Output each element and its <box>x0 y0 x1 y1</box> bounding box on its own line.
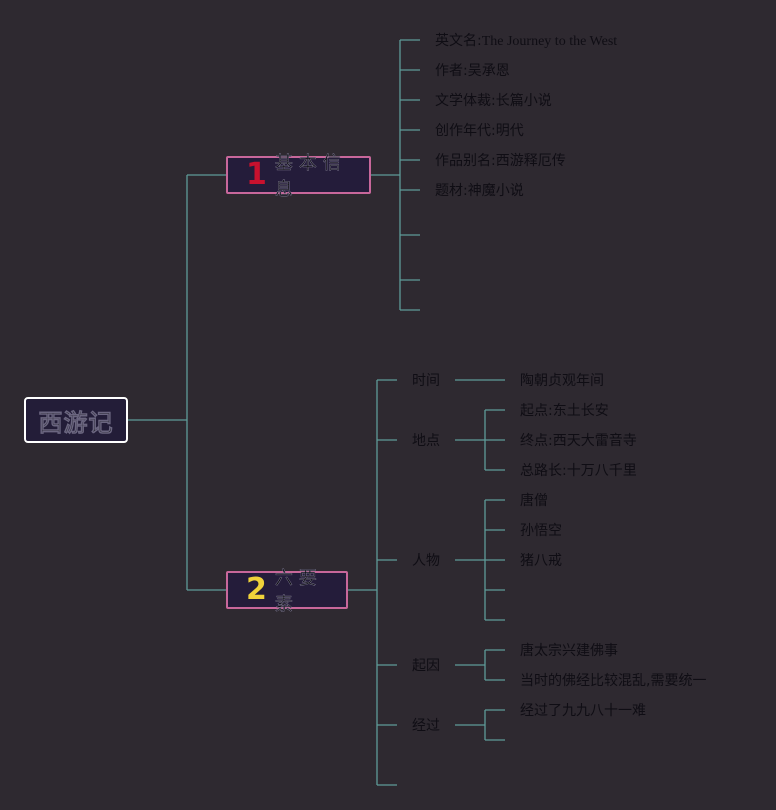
place-start[interactable]: 起点:东土长安 <box>520 403 609 419</box>
topic-six-elements[interactable]: 2 六要素 <box>226 568 348 615</box>
person-tang-seng[interactable]: 唐僧 <box>520 493 548 509</box>
person-zhu-bajie[interactable]: 猪八戒 <box>520 553 562 569</box>
element-cause[interactable]: 起因 <box>412 658 440 674</box>
element-place[interactable]: 地点 <box>412 433 440 449</box>
cause-detail-1[interactable]: 唐太宗兴建佛事 <box>520 643 618 659</box>
root-node[interactable]: 西游记 <box>24 397 128 443</box>
place-end[interactable]: 终点:西天大雷音寺 <box>520 433 637 449</box>
root-label: 西游记 <box>38 408 114 437</box>
number-badge-2: 2 <box>246 572 267 607</box>
topic-label: 基本信息 <box>274 153 347 201</box>
cause-detail-2[interactable]: 当时的佛经比较混乱,需要统一 <box>520 673 707 689</box>
info-author[interactable]: 作者:吴承恩 <box>435 63 510 79</box>
element-people[interactable]: 人物 <box>412 553 440 569</box>
topic-label: 六要素 <box>274 568 323 616</box>
info-english-name[interactable]: 英文名:The Journey to the West <box>435 33 618 49</box>
info-alias[interactable]: 作品别名:西游释厄传 <box>435 153 566 169</box>
info-theme[interactable]: 题材:神魔小说 <box>435 183 524 199</box>
time-detail[interactable]: 陶朝贞观年间 <box>520 373 604 389</box>
element-time[interactable]: 时间 <box>412 373 440 389</box>
person-sun-wukong[interactable]: 孙悟空 <box>520 523 562 539</box>
number-badge-1: 1 <box>246 157 267 192</box>
info-genre[interactable]: 文学体裁:长篇小说 <box>435 93 552 109</box>
element-process[interactable]: 经过 <box>412 718 440 734</box>
process-detail[interactable]: 经过了九九八十一难 <box>520 703 646 719</box>
place-distance[interactable]: 总路长:十万八千里 <box>520 463 637 479</box>
info-era[interactable]: 创作年代:明代 <box>435 123 524 139</box>
topic-basic-info[interactable]: 1 基本信息 <box>226 153 371 200</box>
